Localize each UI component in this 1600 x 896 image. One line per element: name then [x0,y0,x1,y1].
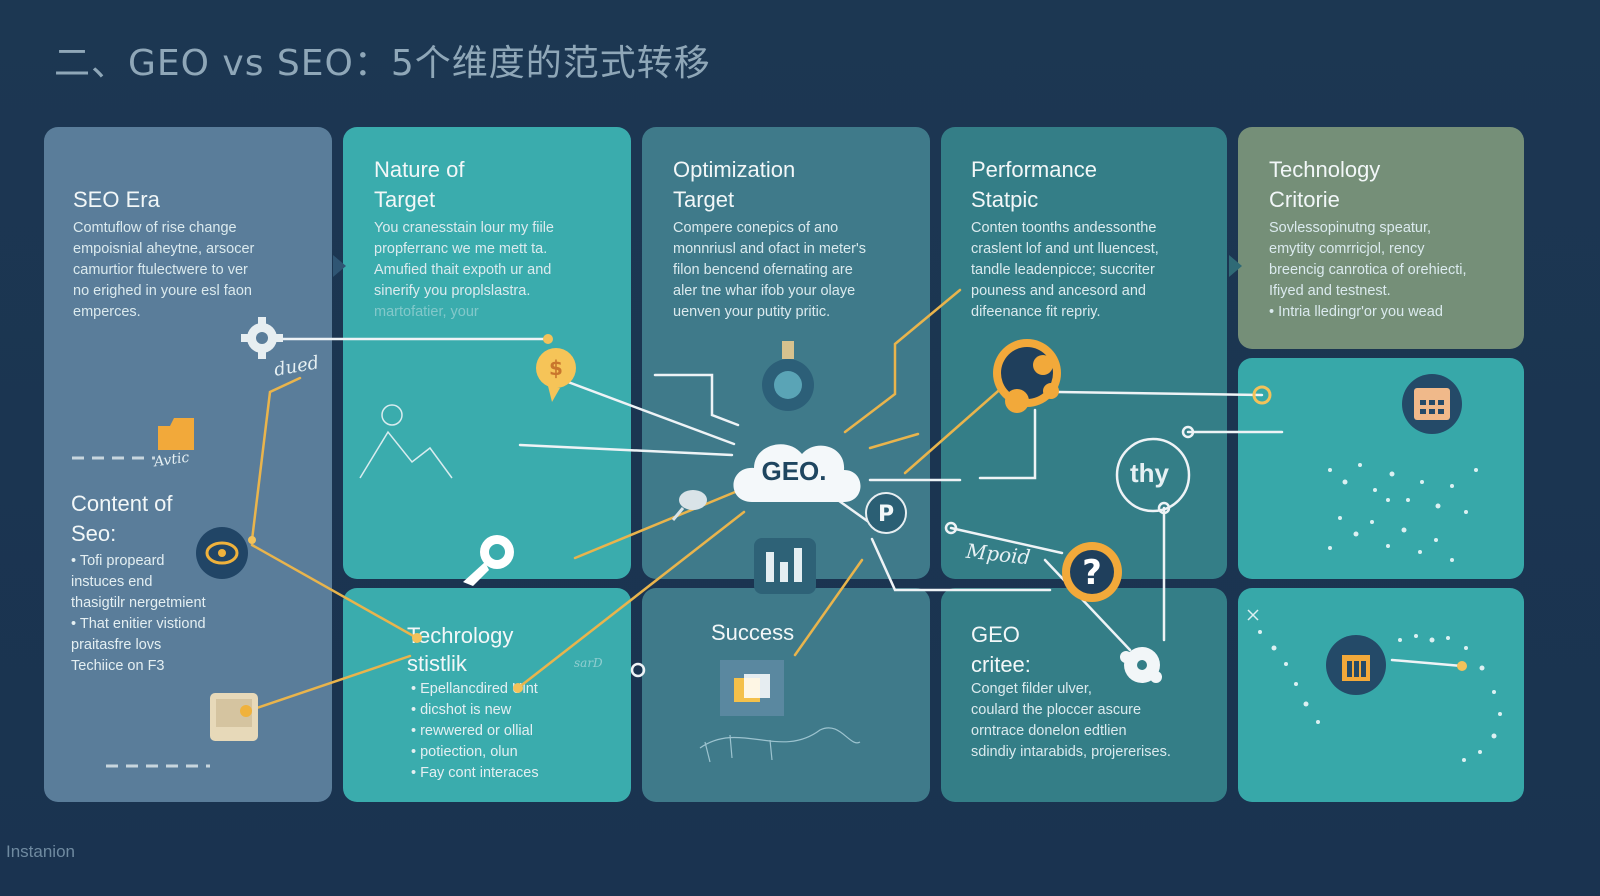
building-icon [1326,635,1386,695]
scribble-thy: thy [1130,458,1169,488]
technology-heading: Techrology stistlik [407,623,514,676]
panel-technology-criteria [1238,127,1524,349]
column-heading: SEO Era [73,187,160,212]
svg-text:?: ? [1082,553,1102,593]
column-body: Conten toonths andessonthe craslent lof … [971,220,1159,320]
geo-criteria-heading: GEO critee: [971,622,1031,677]
panel-nature-of-target [343,127,631,579]
geo-criteria-body: Conget filder ulver, coulard the ploccer… [971,681,1171,760]
column-body: Sovlessopinutng speatur, emytity comrric… [1269,220,1467,320]
panel-performance-statpic [941,127,1227,579]
cloud-icon [733,444,861,502]
mountain-icon [359,404,453,479]
geo-hub: GEO. [732,430,872,514]
rocket-icon [463,535,514,586]
dollar-badge-icon: $ [536,348,576,402]
key-icon [671,490,707,521]
page-title: 二、GEO vs SEO：5个维度的范式转移 [54,43,711,84]
panel-geo-criteria [941,588,1227,802]
content-seo-heading: Content of Seo: [71,491,173,546]
column-body: Compere conepics of ano monnriusl and of… [673,220,866,320]
arrow-right-icon [333,255,346,277]
gear-icon [241,317,283,359]
arrow-right-icon [1229,255,1242,277]
folder-icon [158,418,194,450]
panel-seo-era [44,127,332,802]
document-icon [720,660,784,716]
svg-text:$: $ [549,356,563,380]
panel-network-illustration [1238,588,1524,802]
calendar-icon [1402,374,1462,434]
award-icon [993,339,1061,413]
technology-bullets: • Epellancdired Ulnt • dicshot is new • … [411,681,539,781]
content-seo-bullets: • Tofi propeard instuces end thasigtilr … [71,553,206,674]
column-heading: Optimization Target [673,157,796,212]
column-heading: Performance Statpic [971,157,1097,212]
chat-shield-icon [196,527,248,579]
column-heading: Nature of Target [374,157,465,212]
p-coin-icon: P [865,492,907,534]
scribble-lines [699,727,861,763]
bar-chart-icon [754,538,816,594]
briefcase-icon [762,341,814,411]
column-heading: Technology Critorie [1269,157,1381,212]
success-heading: Success [711,620,795,645]
column-body: Comtuflow of rise change empoisnial ahey… [73,220,255,320]
scribble-scrawl: sarD [574,656,603,670]
question-badge-icon: ? [1062,542,1122,602]
chart-tablet-icon [210,693,258,741]
column-body: You cranesstain lour my fiile propferran… [374,220,554,320]
watermark: Instanion [6,842,75,861]
panel-success [642,588,930,802]
svg-text:P: P [878,502,894,527]
puzzle-icon [1120,647,1162,683]
thy-badge-icon [1115,437,1191,513]
dot-cluster [1258,463,1502,762]
geo-hub-label: GEO. [761,456,827,486]
